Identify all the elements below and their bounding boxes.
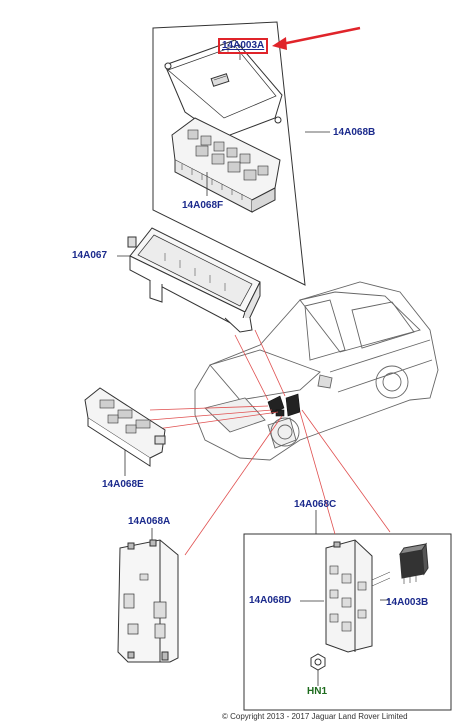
callout-14a068d[interactable]: 14A068D <box>249 595 292 606</box>
callout-14a067[interactable]: 14A067 <box>72 250 108 261</box>
callout-14a068e[interactable]: 14A068E <box>102 479 144 490</box>
assembly-frame <box>152 21 306 286</box>
callout-14a003b[interactable]: 14A003B <box>386 597 429 608</box>
callout-14a068b[interactable]: 14A068B <box>333 127 376 138</box>
detail-frame <box>243 533 452 711</box>
fuse-box-tray <box>127 227 261 333</box>
copyright-footer: © Copyright 2013 - 2017 Jaguar Land Rove… <box>222 712 408 721</box>
callout-hn1[interactable]: HN1 <box>307 686 328 697</box>
module-d <box>325 539 391 653</box>
fuse-box-base <box>171 117 281 213</box>
engine-bay-components <box>267 393 301 417</box>
leader-lines <box>117 53 390 686</box>
fuse-box-lid <box>164 39 283 139</box>
callout-14a068f[interactable]: 14A068F <box>182 200 224 211</box>
highlight-arrow <box>272 26 361 50</box>
callout-14a068c[interactable]: 14A068C <box>294 499 337 510</box>
module-e <box>84 387 166 467</box>
red-leader-lines <box>149 329 391 556</box>
hex-nut <box>310 653 326 671</box>
callout-14a068a[interactable]: 14A068A <box>128 516 171 527</box>
relay <box>398 542 429 584</box>
callout-14a003a[interactable]: 14A003A <box>218 38 269 54</box>
module-a <box>117 539 179 663</box>
